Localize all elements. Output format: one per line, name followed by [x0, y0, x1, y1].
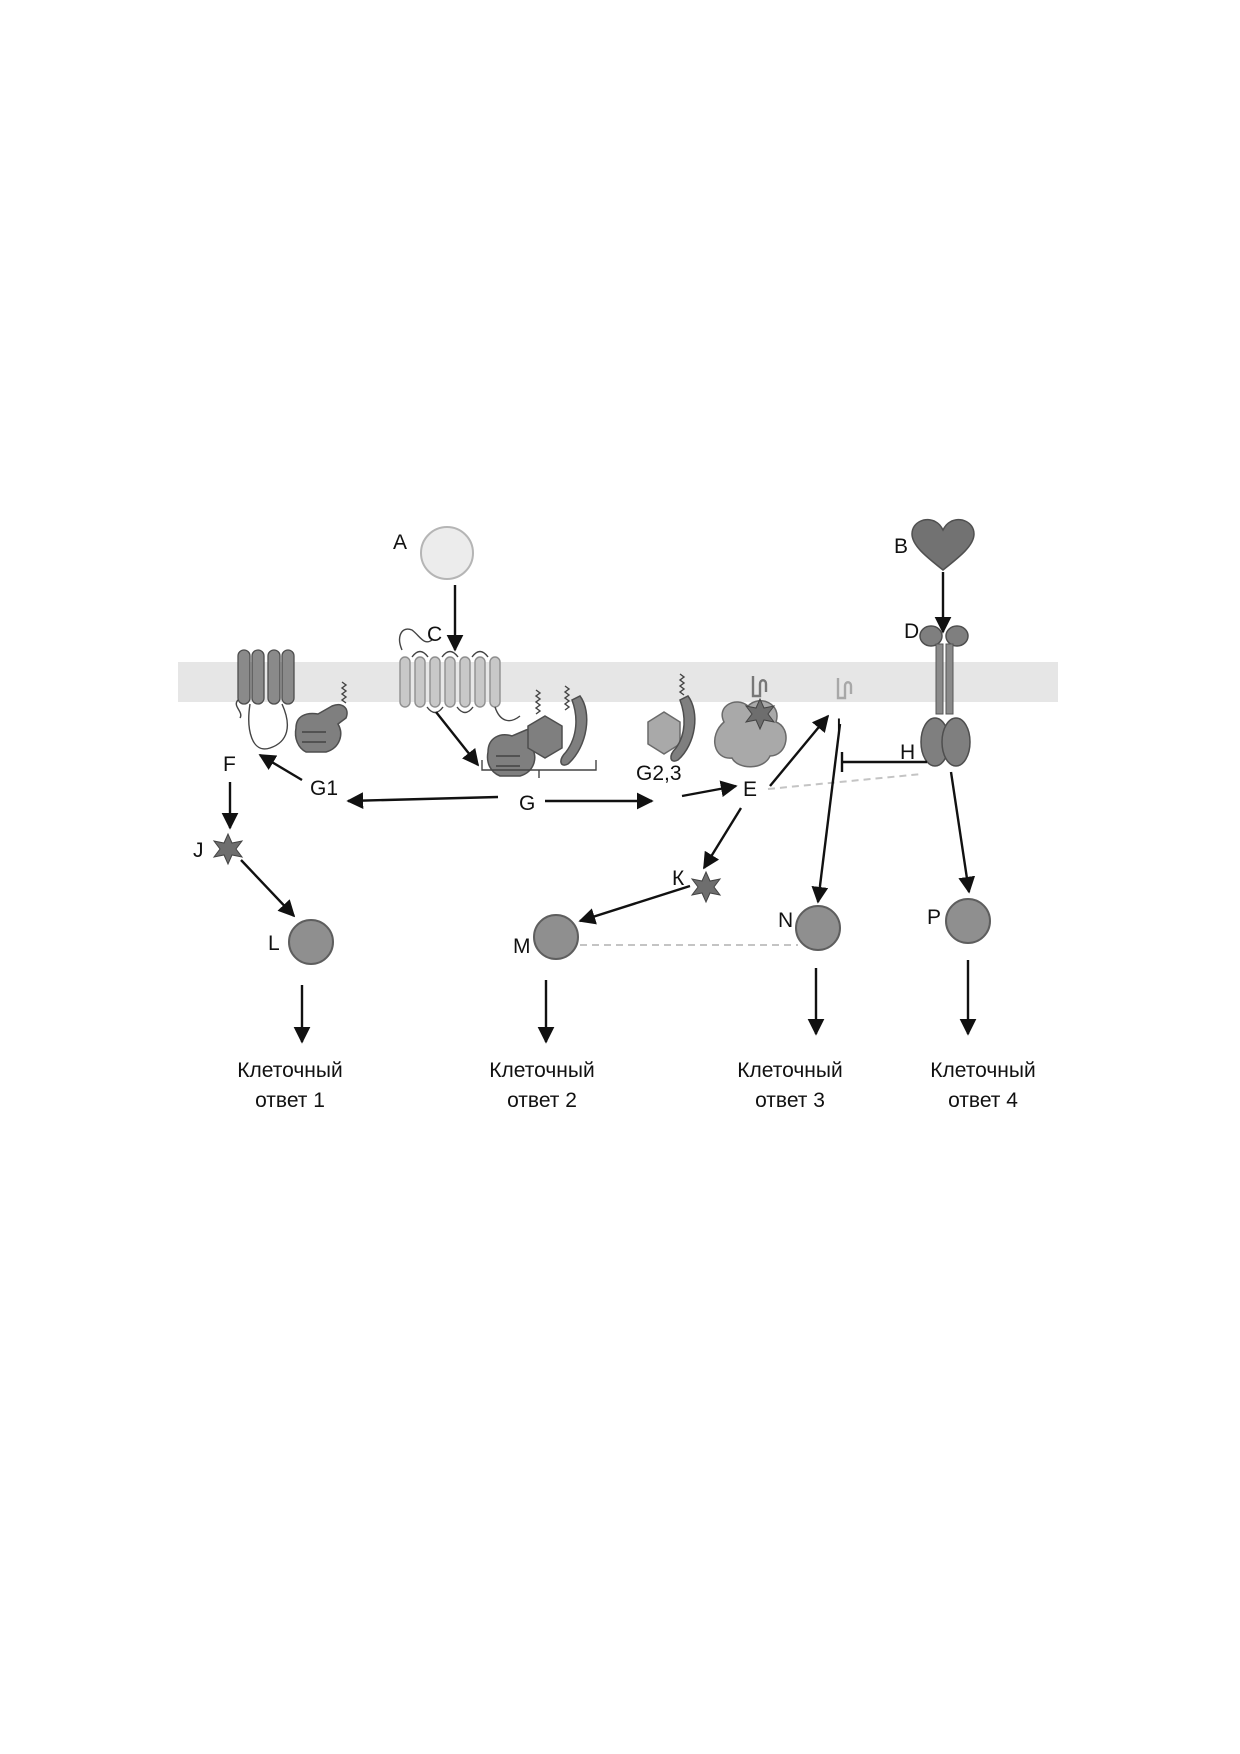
arrow-k-to-m — [578, 884, 691, 925]
label-d: D — [904, 620, 919, 643]
arrow-g23-to-e — [681, 780, 738, 798]
ligand-a-circle — [420, 526, 474, 580]
label-e: E — [743, 778, 757, 801]
arrow-j-to-l — [240, 859, 296, 918]
node-p — [945, 898, 991, 944]
g-protein-heterotrimer — [481, 685, 597, 778]
arrow-g-to-g1 — [346, 792, 499, 809]
k-star — [690, 870, 722, 904]
node-l — [288, 919, 334, 965]
cell-membrane — [178, 662, 1058, 702]
receptor-d-dimer — [919, 625, 971, 767]
response-2-line-2: ответ 2 — [507, 1089, 577, 1112]
label-n: N — [778, 909, 793, 932]
label-g: G — [519, 792, 535, 815]
node-n — [795, 905, 841, 951]
ligand-b-heart — [911, 518, 975, 571]
label-m: M — [513, 935, 531, 958]
response-3-line-1: Клеточный — [737, 1059, 842, 1082]
response-1-line-2: ответ 1 — [255, 1089, 325, 1112]
label-g1: G1 — [310, 777, 338, 800]
label-k: К — [672, 867, 685, 890]
response-1-line-1: Клеточный — [237, 1059, 342, 1082]
response-4-line-2: ответ 4 — [948, 1089, 1018, 1112]
response-3-line-2: ответ 3 — [755, 1089, 825, 1112]
label-g23: G2,3 — [636, 762, 682, 785]
dashed-link-e-h — [767, 773, 923, 790]
label-j: J — [193, 839, 204, 862]
label-a: A — [393, 531, 407, 554]
label-b: B — [894, 535, 908, 558]
g1-protein — [294, 681, 348, 753]
arrow-e-to-k — [702, 807, 743, 870]
channel-i — [836, 678, 853, 700]
arrow-i-to-n — [811, 723, 842, 904]
arrow-d-to-p — [949, 771, 976, 894]
label-l: L — [268, 932, 280, 955]
label-p: P — [927, 906, 941, 929]
label-f: F — [223, 753, 236, 776]
label-c: C — [427, 623, 442, 646]
node-m — [533, 914, 579, 960]
arrow-g1-to-f — [258, 753, 303, 782]
effector-e-complex — [714, 676, 787, 768]
arrow-c-to-g — [435, 711, 480, 767]
response-4-line-1: Клеточный — [930, 1059, 1035, 1082]
arrow-e-to-i — [769, 714, 830, 787]
label-h: H — [900, 741, 915, 764]
response-2-line-1: Клеточный — [489, 1059, 594, 1082]
receptor-f-channel — [235, 649, 295, 750]
j-star — [212, 832, 244, 866]
receptor-c-seven-transmembrane — [398, 628, 521, 722]
g23-protein — [647, 673, 696, 762]
